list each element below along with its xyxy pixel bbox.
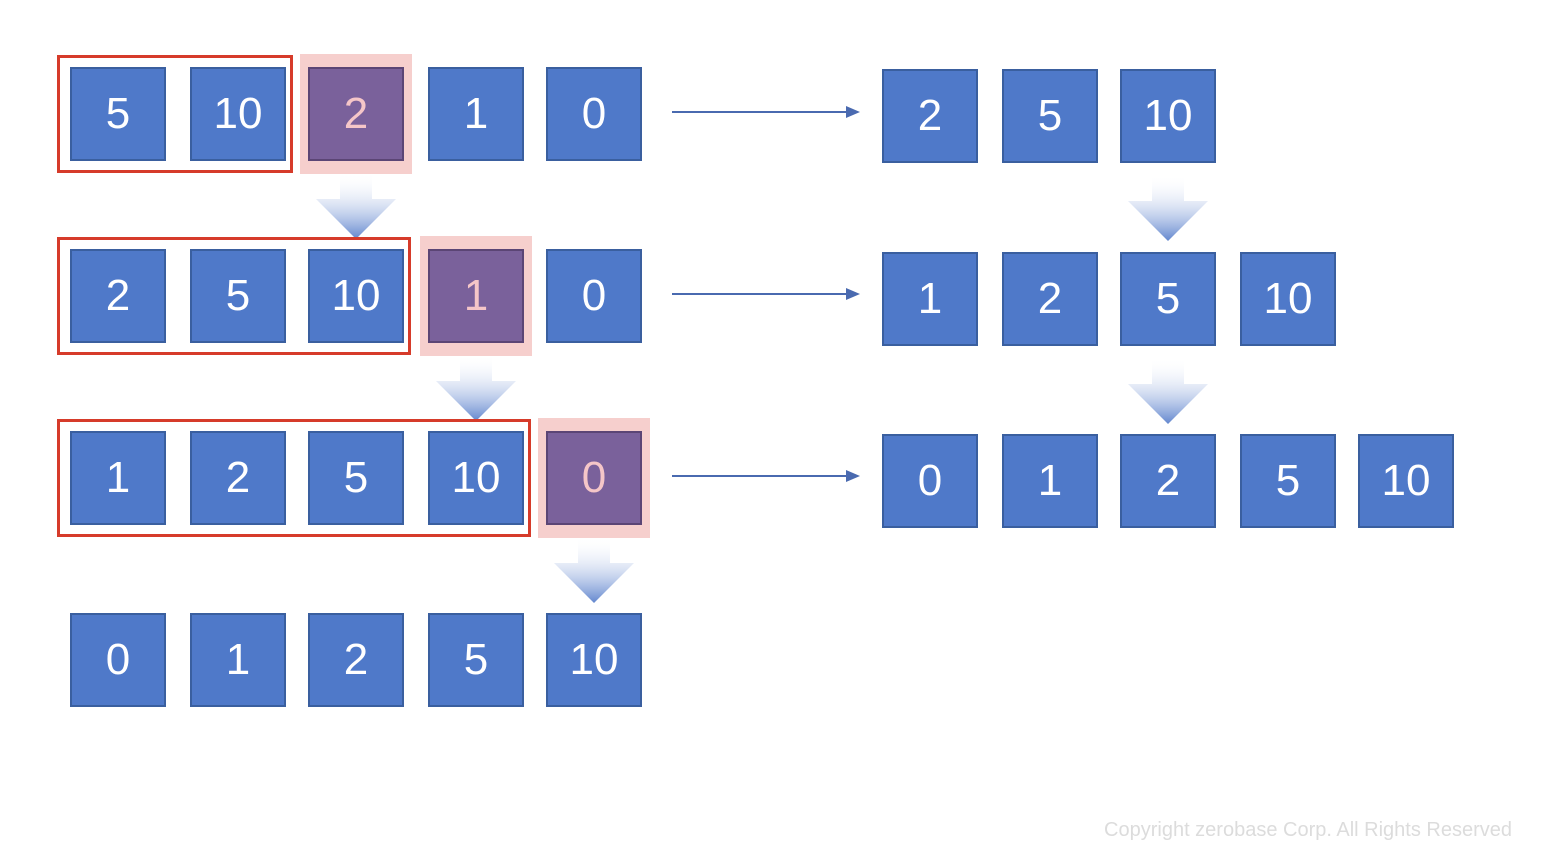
array-element-box: 2	[882, 69, 978, 163]
array-element-box: 1	[428, 67, 524, 161]
array-element-box: 10	[428, 431, 524, 525]
array-element-box: 1	[190, 613, 286, 707]
sorted-portion-frame	[57, 55, 293, 173]
array-element-box: 1	[882, 252, 978, 346]
array-element-box: 5	[1120, 252, 1216, 346]
array-element-box: 2	[190, 431, 286, 525]
array-element-box: 10	[1240, 252, 1336, 346]
sorted-portion-frame	[57, 419, 531, 537]
array-element-box: 5	[428, 613, 524, 707]
array-element-box: 0	[882, 434, 978, 528]
array-element-box: 2	[1002, 252, 1098, 346]
down-arrow-icon	[1128, 358, 1208, 424]
current-element-box: 2	[308, 67, 404, 161]
array-element-box: 5	[1002, 69, 1098, 163]
array-element-box: 2	[1120, 434, 1216, 528]
array-element-box: 2	[70, 249, 166, 343]
array-element-box: 0	[70, 613, 166, 707]
array-element-box: 1	[70, 431, 166, 525]
right-arrow-icon	[672, 288, 860, 300]
down-arrow-icon	[554, 537, 634, 603]
array-element-box: 10	[546, 613, 642, 707]
array-element-box: 10	[308, 249, 404, 343]
array-element-box: 1	[1002, 434, 1098, 528]
array-element-box: 5	[308, 431, 404, 525]
array-element-box: 0	[546, 249, 642, 343]
current-element-box: 1	[428, 249, 524, 343]
array-element-box: 10	[1358, 434, 1454, 528]
array-element-box: 5	[70, 67, 166, 161]
sorted-portion-frame	[57, 237, 411, 355]
copyright-text: Copyright zerobase Corp. All Rights Rese…	[1104, 819, 1512, 841]
array-element-box: 10	[190, 67, 286, 161]
array-element-box: 0	[546, 67, 642, 161]
down-arrow-icon	[316, 173, 396, 239]
array-element-box: 10	[1120, 69, 1216, 163]
array-element-box: 2	[308, 613, 404, 707]
array-element-box: 5	[1240, 434, 1336, 528]
right-arrow-icon	[672, 106, 860, 118]
down-arrow-icon	[436, 355, 516, 421]
down-arrow-icon	[1128, 175, 1208, 241]
array-element-box: 5	[190, 249, 286, 343]
current-element-box: 0	[546, 431, 642, 525]
right-arrow-icon	[672, 470, 860, 482]
